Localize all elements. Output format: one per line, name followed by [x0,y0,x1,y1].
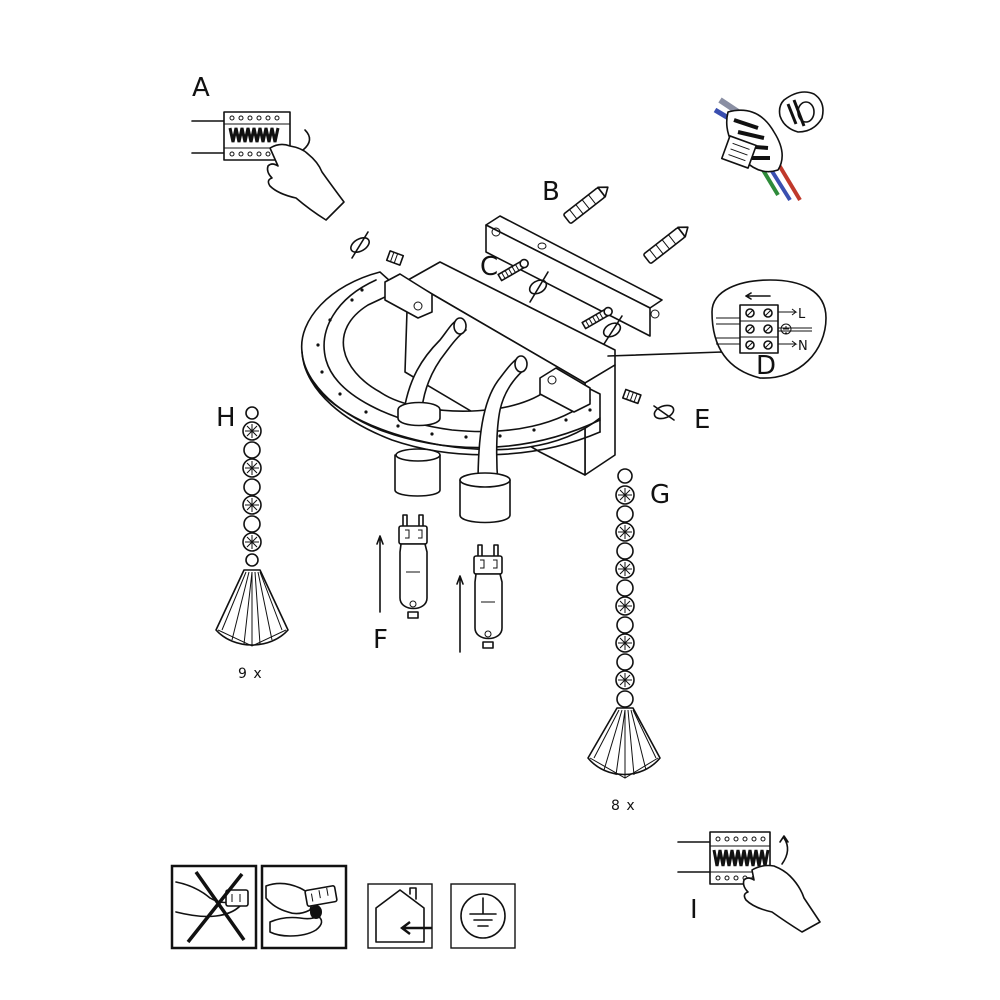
label-g: G [650,480,670,510]
indoor-use-icon [367,883,433,949]
label-e: E [694,405,710,435]
insert-arrow-d [745,292,771,300]
step-h-crystal-strand: H 9 x [215,403,289,682]
no-touch-bulb-icon [170,864,258,950]
crystal-beads-g [615,468,635,708]
rotate-arrow-e [653,404,675,421]
frame-rivets [316,288,592,439]
hold-bulb-with-glove-icon [260,864,348,950]
terminal-live: L [798,307,806,322]
canopy-screw [350,231,405,266]
label-b: B [542,177,560,207]
step-e-side-screw: E [621,388,710,435]
step-d-terminal-detail: L N D [607,279,827,381]
bulb-f1 [398,514,428,619]
h-quantity: 9 x [238,666,263,682]
insert-arrow-f2 [456,575,464,653]
step-i-terminal-block: I [677,831,821,933]
arrow-a [302,129,311,151]
label-i: I [690,895,698,925]
bulb-f2 [473,544,503,649]
crystal-beads-h [242,406,262,567]
hand-i [742,864,821,933]
label-f: F [373,625,388,655]
rotate-arrow-c1 [528,271,549,303]
ground-symbol-icon [450,883,516,949]
label-a: A [192,73,210,103]
label-d: D [756,351,776,381]
label-c: C [480,252,498,282]
lamp-body [300,261,616,524]
step-b-wall-plugs: B [542,177,689,264]
step-c-screws: C [480,252,623,345]
label-h: H [216,403,236,433]
terminal-screws-top [229,115,280,157]
g-quantity: 8 x [611,798,636,814]
rotate-arrow-top [350,231,370,259]
terminal-neutral: N [798,339,809,354]
insulation-tape-icon [713,91,824,202]
arrow-i [779,835,789,865]
rotate-arrow-c2 [602,315,623,345]
step-f-bulbs: F [373,514,503,655]
prism-drop-g [587,707,661,776]
insert-arrow-f1 [376,535,384,613]
step-g-crystal-strand: G 8 x [587,468,670,814]
step-a-terminal-block: A [191,73,345,221]
hand-a [266,143,345,221]
